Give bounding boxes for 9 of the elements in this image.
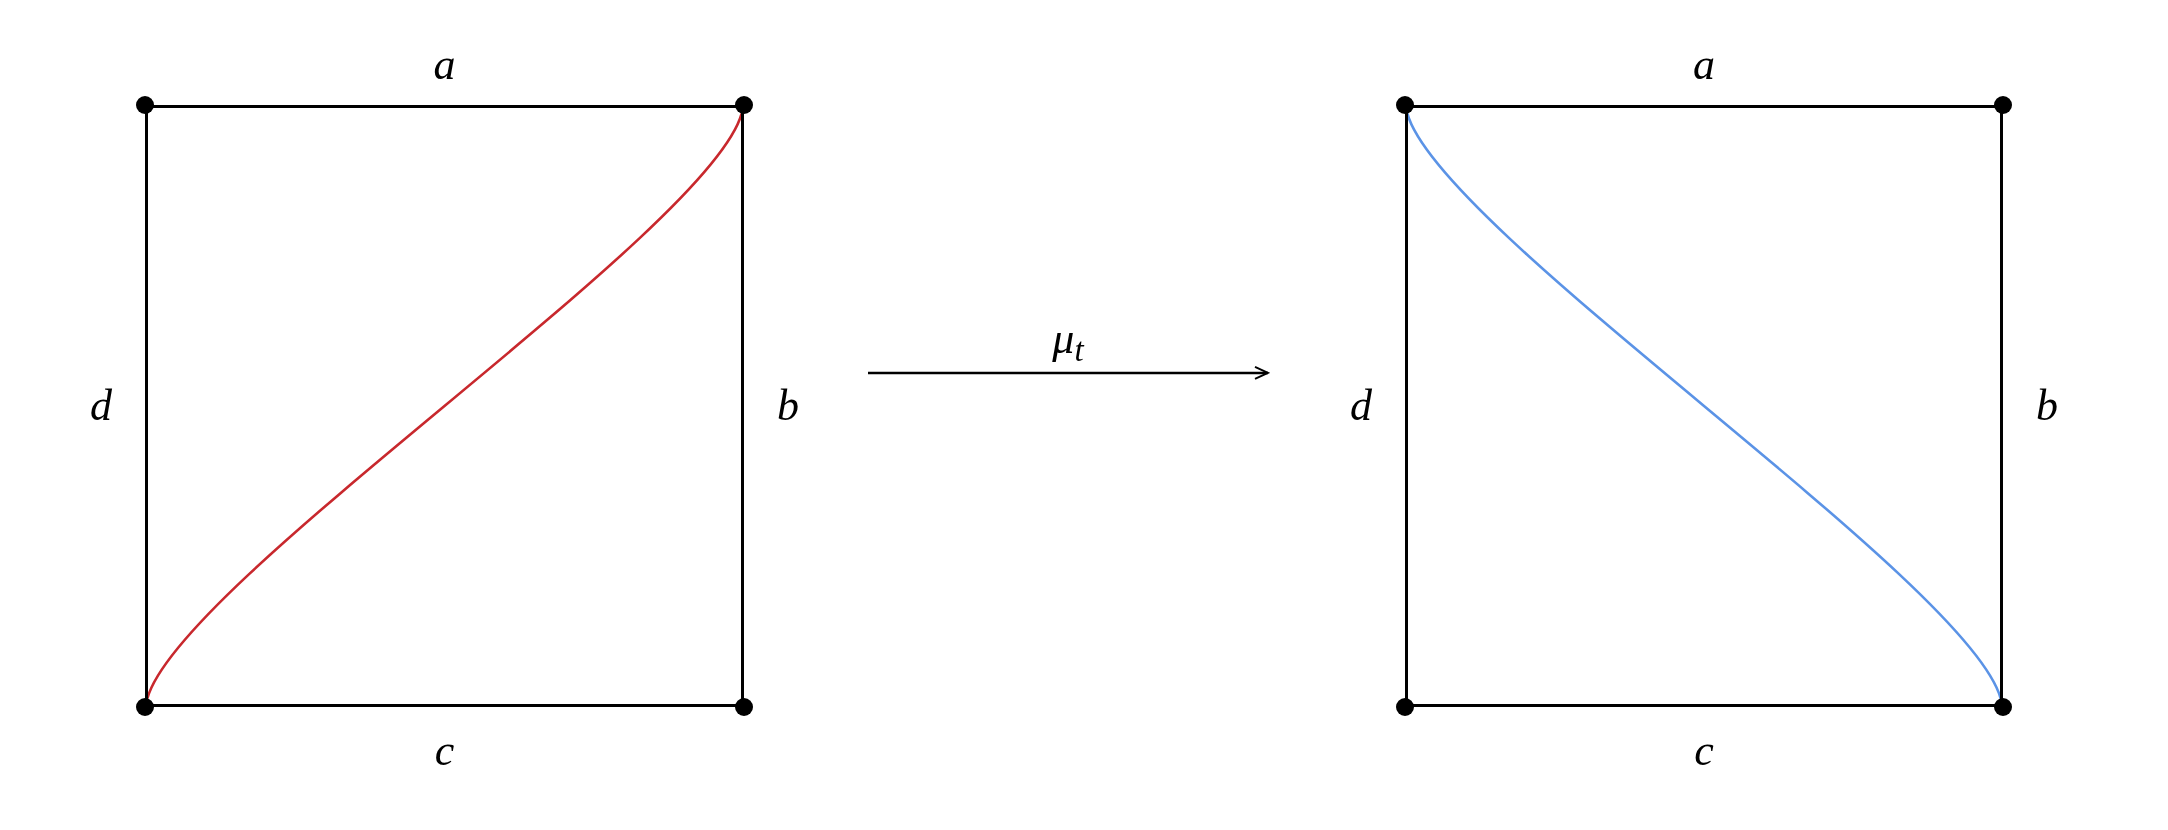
arrow xyxy=(868,365,1269,380)
side-label: c xyxy=(434,729,455,773)
side-label: b xyxy=(777,384,799,428)
side-label: d xyxy=(1350,384,1372,428)
side-label: a xyxy=(1693,43,1715,87)
side-label: b xyxy=(2036,384,2058,428)
side-label: d xyxy=(90,384,112,428)
side-label: c xyxy=(1694,729,1714,773)
side-label: a xyxy=(433,43,456,87)
